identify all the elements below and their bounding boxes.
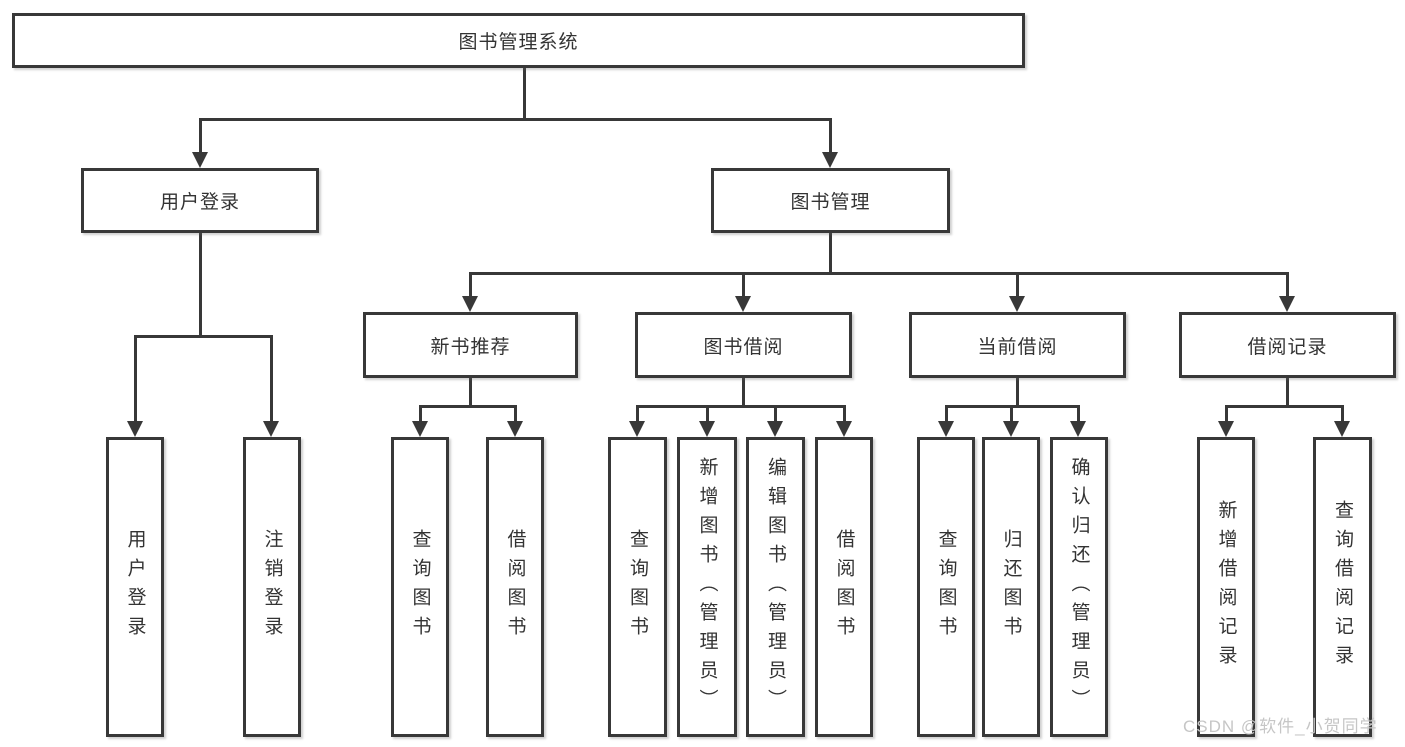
connector-line	[199, 118, 202, 152]
connector-line	[706, 405, 709, 421]
node-current-borrow: 当前借阅	[909, 312, 1126, 378]
connector-line	[1016, 272, 1019, 296]
connector-line	[1286, 272, 1289, 296]
connector-line	[514, 405, 517, 421]
connector-line	[419, 405, 422, 421]
arrow-down-icon	[699, 421, 715, 437]
node-label: 查询图书	[935, 529, 957, 645]
node-label: 图书管理	[790, 192, 871, 213]
arrow-down-icon	[1279, 296, 1295, 312]
node-label: 新增图书（管理员）	[696, 456, 718, 718]
arrow-down-icon	[507, 421, 523, 437]
leaf-borrow-books-1: 借阅图书	[486, 437, 544, 737]
node-label: 用户登录	[124, 529, 146, 645]
connector-line	[1225, 405, 1344, 408]
node-borrow-records: 借阅记录	[1179, 312, 1396, 378]
node-label: 确认归还（管理员）	[1068, 456, 1090, 718]
arrow-down-icon	[412, 421, 428, 437]
arrow-down-icon	[263, 421, 279, 437]
node-label: 用户登录	[159, 192, 240, 213]
node-label: 查询图书	[627, 529, 648, 645]
node-new-book-recommend: 新书推荐	[363, 312, 578, 378]
connector-line	[742, 378, 745, 405]
connector-line	[1341, 405, 1344, 421]
leaf-logout: 注销登录	[243, 437, 301, 737]
arrow-down-icon	[1334, 421, 1350, 437]
connector-line	[199, 233, 202, 335]
connector-line	[419, 405, 516, 408]
arrow-down-icon	[735, 296, 751, 312]
connector-line	[636, 405, 639, 421]
node-label: 借阅图书	[504, 529, 526, 645]
leaf-add-book-admin: 新增图书（管理员）	[677, 437, 737, 737]
node-label: 查询借阅记录	[1332, 500, 1353, 674]
node-label: 图书管理系统	[458, 32, 579, 53]
connector-line	[829, 118, 832, 152]
leaf-query-borrow-record: 查询借阅记录	[1313, 437, 1372, 737]
arrow-down-icon	[462, 296, 478, 312]
arrow-down-icon	[1009, 296, 1025, 312]
node-label: 注销登录	[261, 529, 283, 645]
connector-line	[270, 335, 273, 421]
leaf-query-books-3: 查询图书	[917, 437, 975, 737]
node-label: 借阅记录	[1247, 336, 1328, 358]
connector-line	[774, 405, 777, 421]
node-label: 编辑图书（管理员）	[765, 456, 786, 718]
connector-line	[843, 405, 846, 421]
node-system-root: 图书管理系统	[12, 13, 1025, 68]
connector-line	[636, 405, 846, 408]
node-label: 查询图书	[409, 529, 431, 645]
connector-line	[469, 378, 472, 405]
arrow-down-icon	[1218, 421, 1234, 437]
arrow-down-icon	[629, 421, 645, 437]
leaf-confirm-return-admin: 确认归还（管理员）	[1050, 437, 1108, 737]
node-book-borrow: 图书借阅	[635, 312, 852, 378]
connector-line	[134, 335, 273, 338]
csdn-watermark: CSDN @软件_小贺同学	[1183, 717, 1378, 736]
leaf-borrow-books-2: 借阅图书	[815, 437, 873, 737]
connector-line	[1010, 405, 1013, 421]
node-label: 归还图书	[1000, 529, 1022, 645]
node-label: 借阅图书	[833, 529, 855, 645]
connector-line	[199, 118, 832, 121]
connector-line	[1016, 378, 1019, 405]
leaf-query-books-1: 查询图书	[391, 437, 449, 737]
connector-line	[742, 272, 745, 296]
leaf-edit-book-admin: 编辑图书（管理员）	[746, 437, 805, 737]
connector-line	[523, 68, 526, 118]
node-label: 新书推荐	[430, 336, 511, 358]
connector-line	[829, 233, 832, 272]
arrow-down-icon	[767, 421, 783, 437]
connector-line	[1077, 405, 1080, 421]
connector-line	[469, 272, 472, 296]
arrow-down-icon	[1070, 421, 1086, 437]
connector-line	[945, 405, 948, 421]
connector-line	[1225, 405, 1228, 421]
arrow-down-icon	[1003, 421, 1019, 437]
connector-line	[134, 335, 137, 421]
leaf-return-book: 归还图书	[982, 437, 1040, 737]
arrow-down-icon	[192, 152, 208, 168]
node-user-login: 用户登录	[81, 168, 319, 233]
connector-line	[1286, 378, 1289, 405]
leaf-user-login: 用户登录	[106, 437, 164, 737]
node-book-management: 图书管理	[711, 168, 950, 233]
connector-line	[470, 272, 1288, 275]
leaf-query-books-2: 查询图书	[608, 437, 667, 737]
arrow-down-icon	[938, 421, 954, 437]
node-label: 图书借阅	[703, 336, 784, 358]
arrow-down-icon	[822, 152, 838, 168]
node-label: 新增借阅记录	[1215, 500, 1237, 674]
node-label: 当前借阅	[977, 336, 1058, 358]
arrow-down-icon	[836, 421, 852, 437]
leaf-add-borrow-record: 新增借阅记录	[1197, 437, 1255, 737]
arrow-down-icon	[127, 421, 143, 437]
